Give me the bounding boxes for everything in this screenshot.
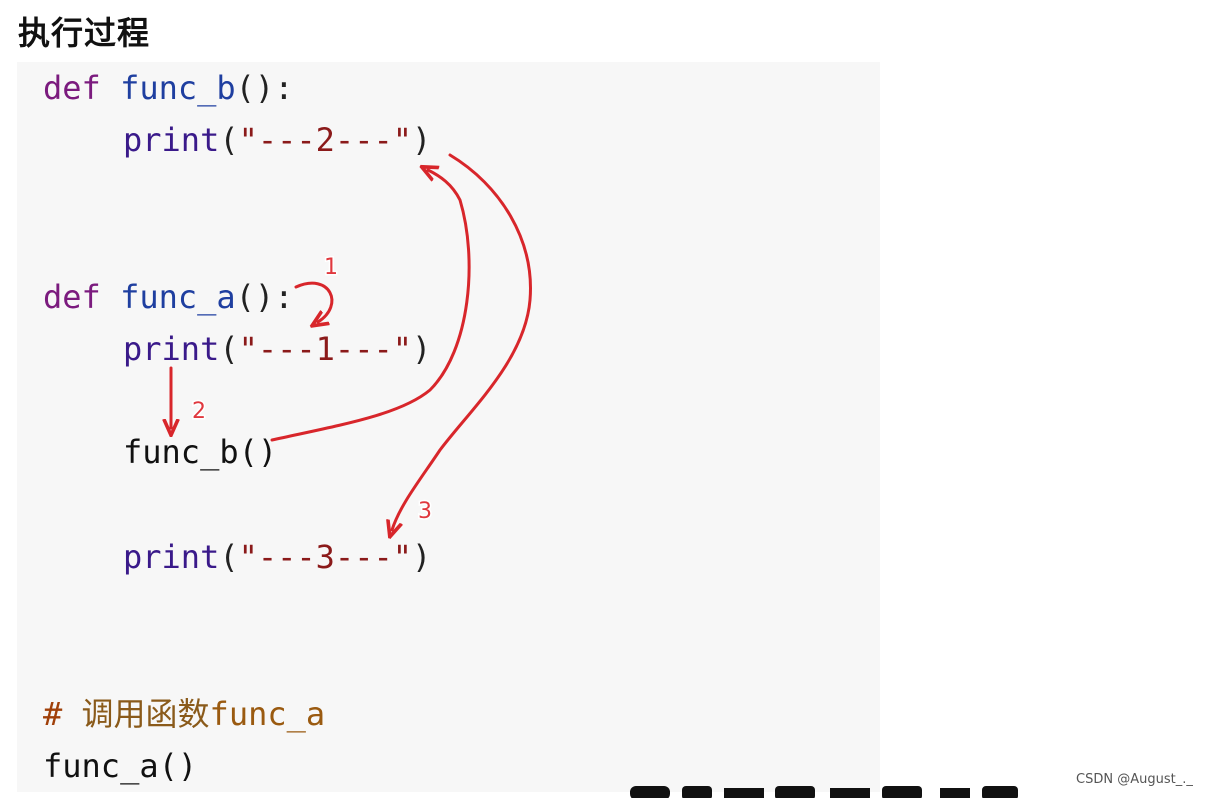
comment-function-name: func_a	[209, 695, 326, 733]
comment-hash: #	[43, 695, 63, 733]
string-literal: "---3---"	[238, 538, 412, 576]
keyword-def: def	[43, 278, 101, 316]
page-title: 执行过程	[18, 14, 151, 52]
paren-close: )	[411, 121, 432, 159]
punctuation: ():	[235, 69, 294, 107]
code-block: def func_b(): print("---2---") def func_…	[17, 62, 880, 792]
code-line-def-func-a: def func_a():	[43, 277, 293, 317]
code-line-print-3: print("---3---")	[43, 537, 431, 577]
string-literal: "---2---"	[238, 121, 412, 159]
watermark: CSDN @August_._	[1076, 772, 1193, 787]
code-line-call-func-b: func_b()	[43, 432, 277, 472]
code-line-def-func-b: def func_b():	[43, 68, 293, 108]
function-name-func-b: func_b	[120, 69, 236, 107]
code-line-comment: # 调用函数func_a	[43, 694, 325, 734]
code-line-print-1: print("---1---")	[43, 329, 431, 369]
code-line-print-2: print("---2---")	[43, 120, 431, 160]
function-call: func_b()	[123, 433, 278, 471]
builtin-print: print	[123, 121, 220, 159]
paren-close: )	[411, 538, 432, 576]
function-call: func_a()	[43, 747, 198, 785]
comment-text: 调用函数	[62, 695, 210, 733]
paren-close: )	[411, 330, 432, 368]
paren-open: (	[219, 330, 239, 368]
cropped-text-fragment	[630, 786, 1018, 798]
function-name-func-a: func_a	[120, 278, 236, 316]
builtin-print: print	[123, 538, 220, 576]
paren-open: (	[219, 121, 239, 159]
string-literal: "---1---"	[238, 330, 412, 368]
code-line-call-func-a: func_a()	[43, 746, 197, 786]
keyword-def: def	[43, 69, 101, 107]
punctuation: ():	[235, 278, 294, 316]
builtin-print: print	[123, 330, 220, 368]
paren-open: (	[219, 538, 239, 576]
